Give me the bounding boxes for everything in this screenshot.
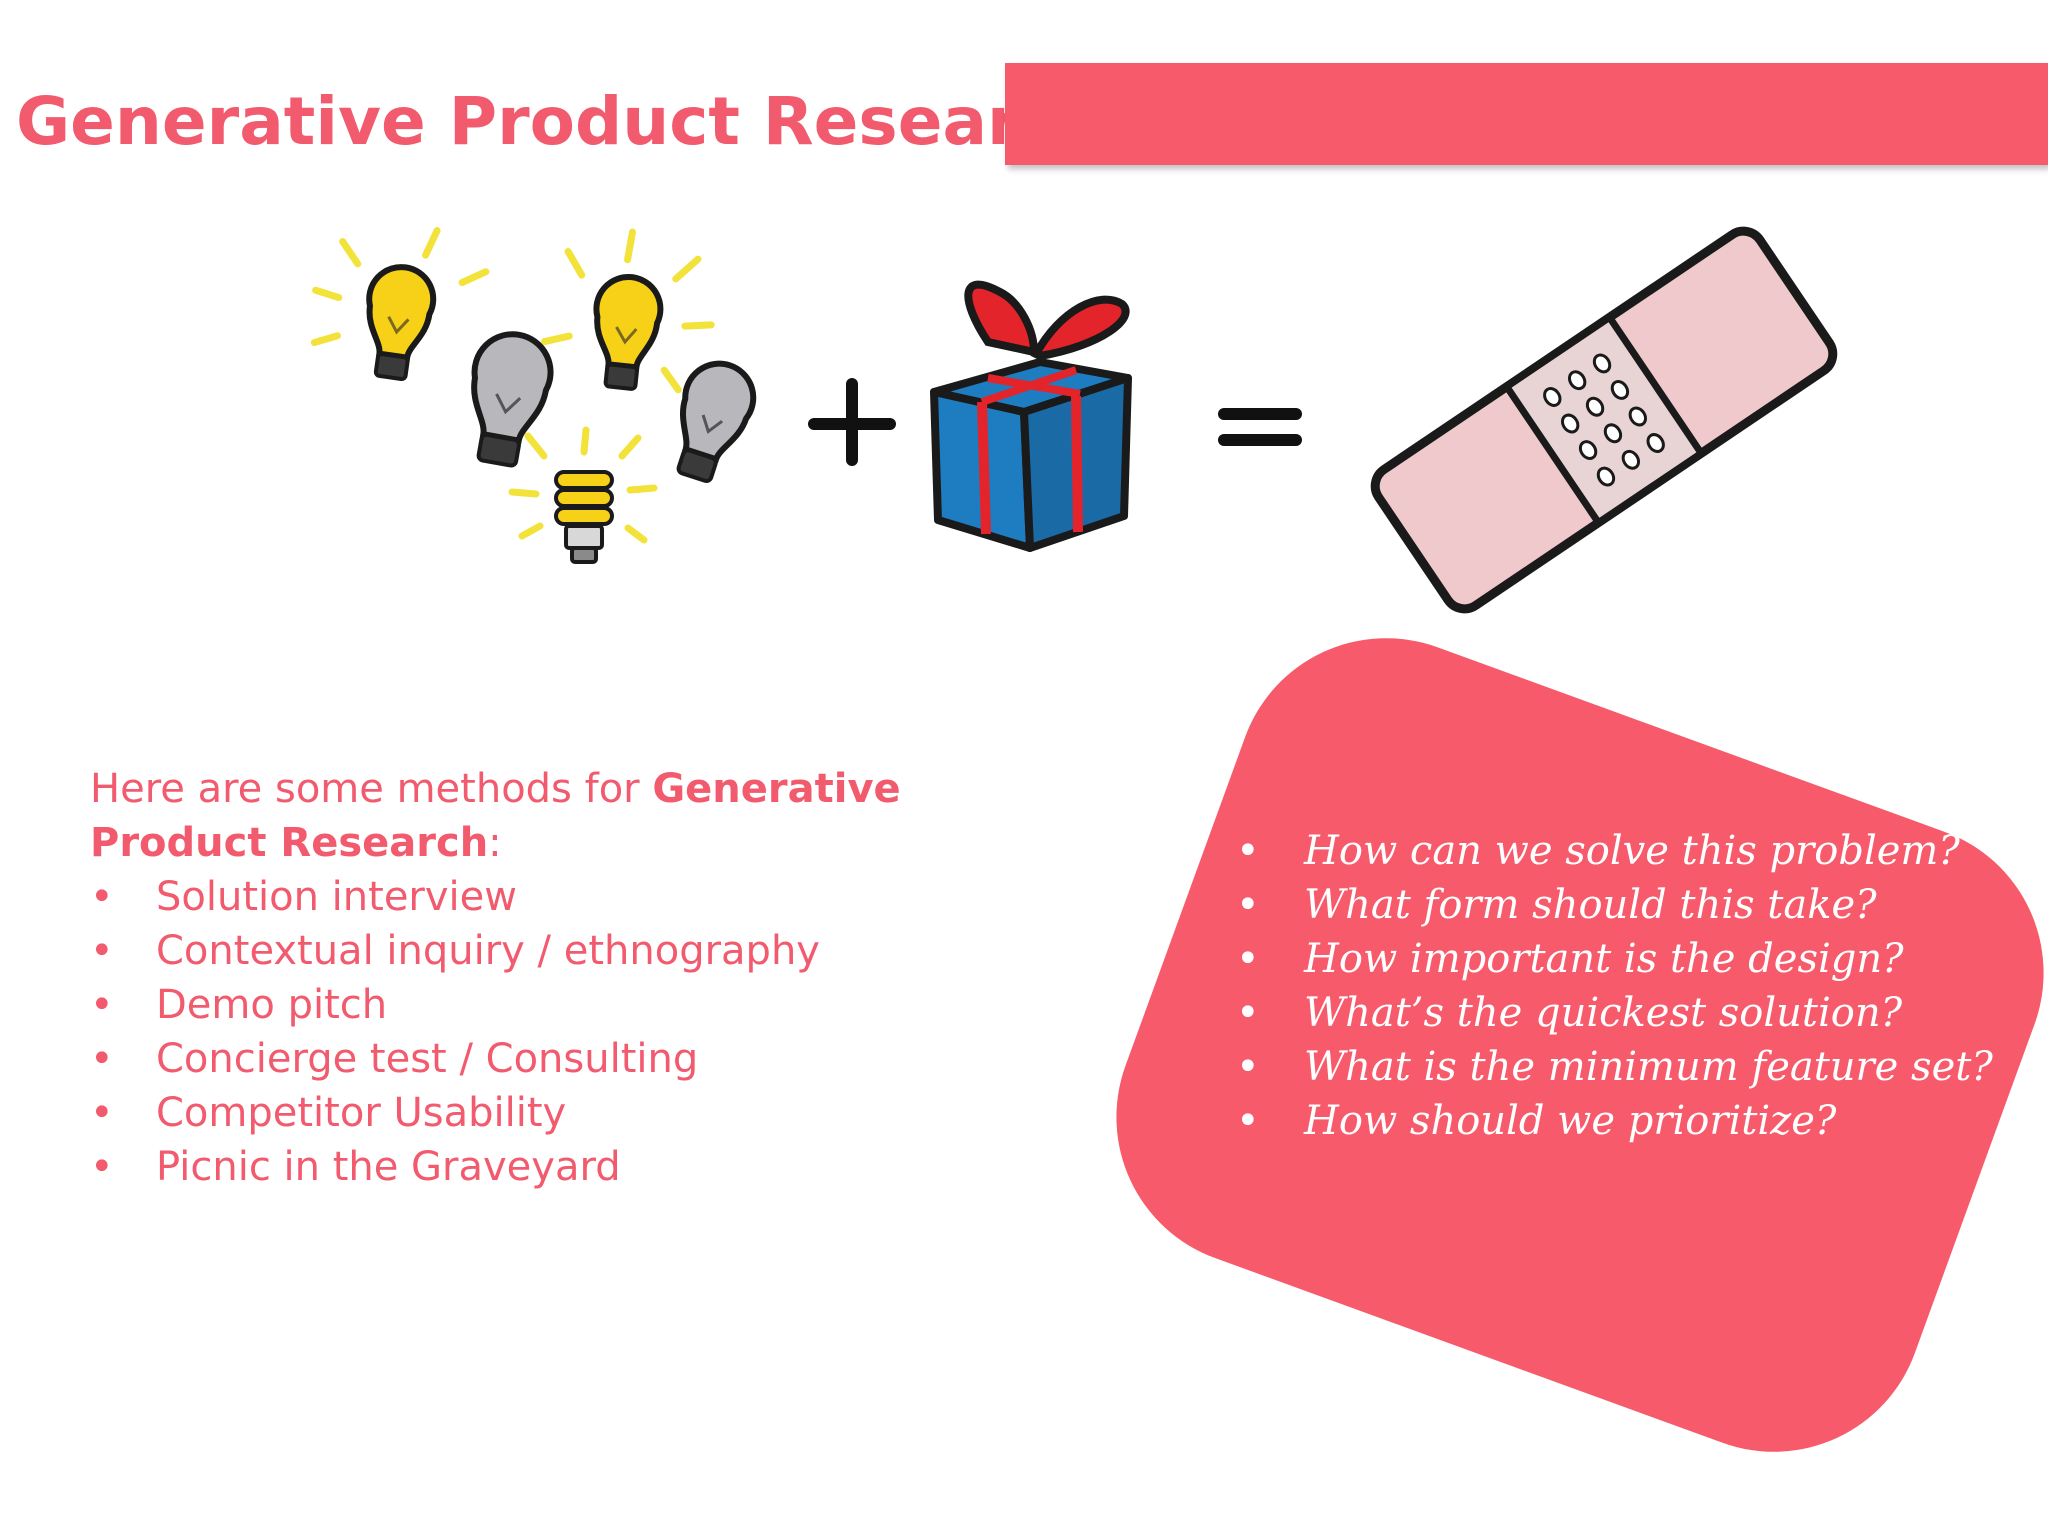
method-label: Demo pitch — [156, 982, 388, 1028]
bullet: • — [1236, 828, 1260, 874]
plus-icon — [808, 378, 896, 466]
list-item: • How can we solve this problem? — [1236, 824, 2036, 878]
method-label: Competitor Usability — [156, 1090, 567, 1136]
list-item: • Competitor Usability — [90, 1086, 990, 1140]
bandage-icon — [1370, 226, 1838, 614]
list-item: • What’s the quickest solution? — [1236, 986, 2036, 1040]
list-item: • How important is the design? — [1236, 932, 2036, 986]
method-label: Picnic in the Graveyard — [156, 1144, 621, 1190]
light-bulb-icon — [541, 228, 715, 394]
list-item: • Concierge test / Consulting — [90, 1032, 990, 1086]
list-item: • Picnic in the Graveyard — [90, 1140, 990, 1194]
method-label: Contextual inquiry / ethnography — [156, 928, 820, 974]
bullet: • — [90, 874, 114, 920]
questions-section: • How can we solve this problem? • What fo… — [1236, 824, 2036, 1148]
list-item: • What form should this take? — [1236, 878, 2036, 932]
list-item: • Demo pitch — [90, 978, 990, 1032]
question-text: How can we solve this problem? — [1304, 828, 1960, 874]
bullet: • — [90, 1144, 114, 1190]
light-bulb-icon — [508, 426, 658, 564]
methods-intro: Here are some methods for Generative Pro… — [90, 762, 990, 870]
bullet: • — [1236, 936, 1260, 982]
slide-title: Generative Product Research — [16, 83, 1106, 160]
light-bulb-icon — [310, 227, 490, 382]
list-item: • Contextual inquiry / ethnography — [90, 924, 990, 978]
question-text: What is the minimum feature set? — [1304, 1044, 1993, 1090]
method-label: Solution interview — [156, 874, 517, 920]
bullet: • — [1236, 990, 1260, 1036]
bullet: • — [90, 982, 114, 1028]
question-text: What form should this take? — [1304, 882, 1877, 928]
light-bulb-icon — [676, 360, 757, 484]
bullet: • — [1236, 1044, 1260, 1090]
equals-icon — [1218, 408, 1302, 446]
method-label: Concierge test / Consulting — [156, 1036, 699, 1082]
question-text: How should we prioritize? — [1304, 1098, 1837, 1144]
gift-box-icon — [930, 280, 1132, 552]
light-bulbs-group — [310, 227, 757, 564]
methods-list: • Solution interview • Contextual inquiry … — [90, 870, 990, 1194]
title-accent-bar — [1005, 63, 2048, 165]
methods-intro-bold: Generative Product Research — [90, 766, 901, 866]
bullet: • — [90, 928, 114, 974]
bullet: • — [90, 1036, 114, 1082]
list-item: • Solution interview — [90, 870, 990, 924]
methods-intro-text: Here are some methods for — [90, 766, 653, 812]
methods-intro-suffix: : — [488, 820, 502, 866]
bullet: • — [1236, 882, 1260, 928]
question-text: How important is the design? — [1304, 936, 1904, 982]
list-item: • What is the minimum feature set? — [1236, 1040, 2036, 1094]
bullet: • — [90, 1090, 114, 1136]
question-text: What’s the quickest solution? — [1304, 990, 1903, 1036]
questions-list: • How can we solve this problem? • What fo… — [1236, 824, 2036, 1148]
light-bulb-icon — [471, 331, 554, 468]
bullet: • — [1236, 1098, 1260, 1144]
methods-section: Here are some methods for Generative Pro… — [90, 762, 990, 1194]
equation-illustration — [310, 226, 1838, 614]
list-item: • How should we prioritize? — [1236, 1094, 2036, 1148]
